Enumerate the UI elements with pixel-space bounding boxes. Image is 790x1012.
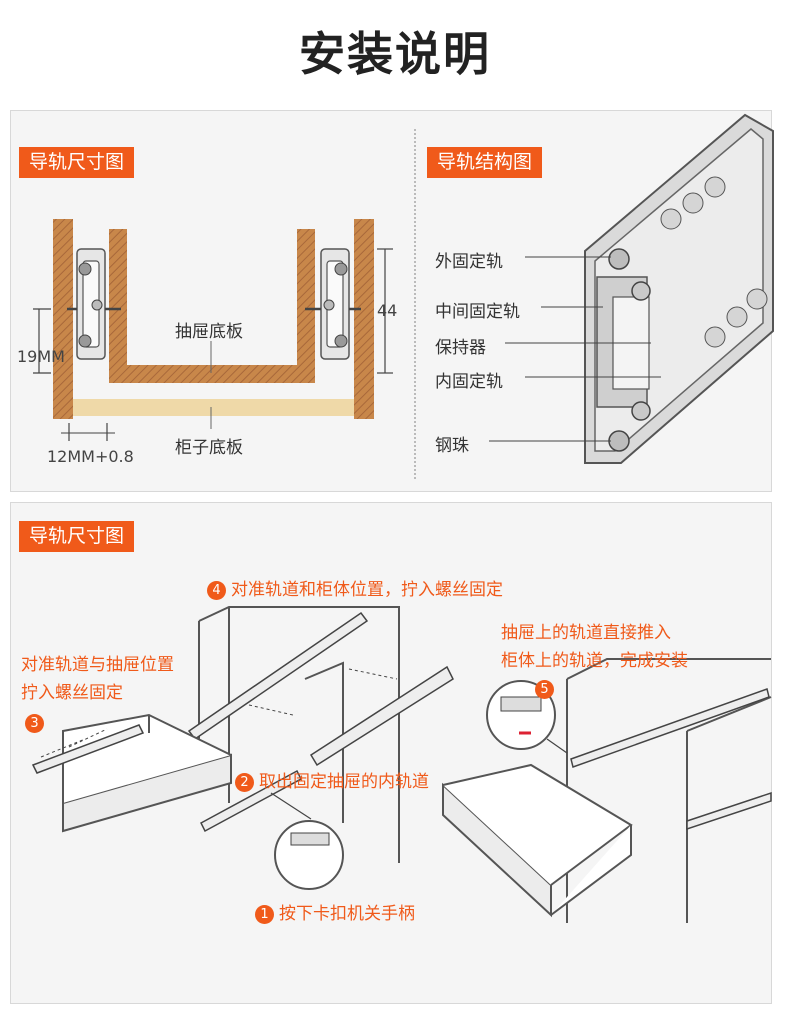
step-2: 2 取出固定抽屉的内轨道 bbox=[235, 767, 429, 792]
drawer-bottom-label: 抽屉底板 bbox=[175, 322, 243, 342]
panel-divider bbox=[414, 129, 416, 479]
step-3-number: 3 bbox=[25, 714, 44, 733]
part-label-outer: 外固定轨 bbox=[435, 252, 503, 272]
step-4-text: 对准轨道和柜体位置，拧入螺丝固定 bbox=[231, 580, 503, 600]
cabinet-rail-far bbox=[686, 791, 772, 831]
installation-diagram bbox=[31, 606, 772, 923]
top-panel: 导轨尺寸图 导轨结构图 bbox=[10, 110, 774, 492]
page-title: 安装说明 bbox=[299, 27, 491, 81]
step-2-text: 取出固定抽屉的内轨道 bbox=[259, 772, 429, 792]
step-4: 4 对准轨道和柜体位置，拧入螺丝固定 bbox=[207, 575, 503, 600]
dimension-diagram bbox=[33, 219, 393, 441]
dimension-tag: 导轨尺寸图 bbox=[19, 147, 135, 178]
cabinet-bottom-board bbox=[73, 399, 355, 416]
cabinet-right-wall bbox=[354, 219, 374, 419]
dim-44-label: 44 bbox=[377, 301, 398, 320]
part-label-ball: 钢珠 bbox=[435, 436, 469, 456]
install-tag: 导轨尺寸图 bbox=[19, 521, 135, 552]
step-3-text: 对准轨道与抽屉位置 拧入螺丝固定 bbox=[21, 655, 174, 703]
right-rail bbox=[305, 248, 361, 360]
rail-structure-diagram bbox=[489, 113, 774, 464]
drawer-rail-right bbox=[200, 769, 302, 833]
step-1: 1 按下卡扣机关手柄 bbox=[255, 899, 415, 924]
steel-balls bbox=[608, 176, 768, 452]
drawer-right bbox=[442, 763, 633, 918]
part-label-retainer: 保持器 bbox=[435, 338, 486, 358]
step-1-number: 1 bbox=[255, 905, 274, 924]
part-label-inner: 内固定轨 bbox=[435, 372, 503, 392]
zoom-circle-1 bbox=[274, 820, 344, 890]
drawer-left bbox=[62, 713, 232, 833]
dim-12-label: 12MM+0.8 bbox=[47, 447, 134, 466]
step-5-number: 5 bbox=[535, 680, 554, 699]
cabinet-rail-lower bbox=[309, 665, 454, 767]
part-label-middle: 中间固定轨 bbox=[435, 302, 520, 322]
step-2-number: 2 bbox=[235, 773, 254, 792]
cabinet-rail-right bbox=[570, 688, 770, 768]
cabinet-rail-upper bbox=[187, 611, 369, 741]
dim-19-label: 19MM bbox=[17, 347, 65, 366]
step-5-badge: 5 bbox=[535, 679, 559, 699]
cabinet-bottom-label: 柜子底板 bbox=[175, 438, 243, 458]
step-3-badge: 3 bbox=[25, 713, 49, 733]
step-1-text: 按下卡扣机关手柄 bbox=[279, 904, 415, 924]
drawer-u-shape bbox=[109, 229, 315, 383]
structure-tag: 导轨结构图 bbox=[427, 147, 543, 178]
left-rail bbox=[67, 248, 121, 360]
drawer-rail-left bbox=[31, 724, 145, 774]
bottom-panel: 导轨尺寸图 bbox=[10, 502, 772, 1004]
step-5-text: 抽屉上的轨道直接推入 柜体上的轨道，完成安装 bbox=[501, 623, 688, 671]
step-4-number: 4 bbox=[207, 581, 226, 600]
cabinet-left-wall bbox=[53, 219, 73, 419]
